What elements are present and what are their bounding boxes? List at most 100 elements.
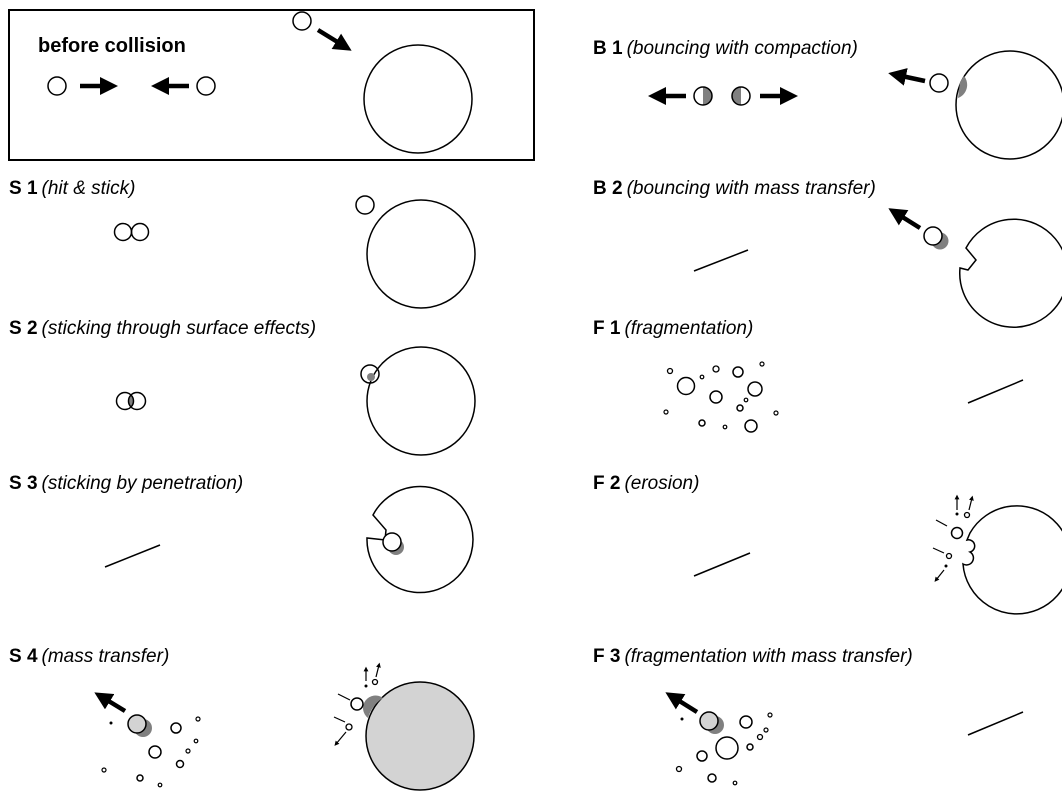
bounced-particle xyxy=(731,86,751,106)
motion-line xyxy=(104,544,161,568)
fragment xyxy=(736,404,744,412)
fragment xyxy=(170,722,182,734)
panel-description: (erosion) xyxy=(624,473,699,494)
panel-s3: S 3(sticking by penetration) xyxy=(9,473,474,594)
fragment xyxy=(148,745,162,759)
ejecta-arrow xyxy=(932,547,945,554)
fragment xyxy=(675,765,683,773)
ejecta xyxy=(955,512,959,516)
svg-text:B 1(bouncing with compaction): B 1(bouncing with compaction) xyxy=(593,38,858,59)
fragment xyxy=(699,374,705,380)
rebound-arrow xyxy=(888,208,922,230)
svg-text:F 2(erosion): F 2(erosion) xyxy=(593,473,699,494)
svg-text:F 3(fragmentation with mass tr: F 3(fragmentation with mass transfer) xyxy=(593,646,913,667)
before-collision-label: before collision xyxy=(38,35,186,57)
dust-particle xyxy=(680,717,684,721)
panel-code: B 2 xyxy=(593,178,623,199)
ejecta-arrow xyxy=(337,693,351,701)
panel-s4: S 4(mass transfer) xyxy=(9,646,475,791)
ejecta xyxy=(345,723,353,731)
fragment xyxy=(707,773,717,783)
fragment xyxy=(732,780,738,786)
stuck-particle xyxy=(360,364,380,384)
fragment xyxy=(136,774,144,782)
particle xyxy=(130,222,150,242)
panel-f1: F 1(fragmentation) xyxy=(593,318,1024,433)
particle xyxy=(127,391,147,411)
panel-code: F 2 xyxy=(593,473,620,494)
panel-code: S 2 xyxy=(9,318,38,339)
fragment xyxy=(157,782,163,788)
target-body xyxy=(955,50,1062,160)
svg-text:S 4(mass transfer): S 4(mass transfer) xyxy=(9,646,169,667)
motion-line xyxy=(967,379,1024,404)
ejecta xyxy=(950,526,964,540)
target-body xyxy=(366,346,476,456)
fragment xyxy=(773,410,779,416)
compaction-shade xyxy=(958,76,968,98)
fragment xyxy=(666,367,674,375)
panel-s2: S 2(sticking through surface effects) xyxy=(9,318,476,456)
cratered-target xyxy=(366,485,474,594)
fragment xyxy=(712,365,720,373)
ejecta-arrow xyxy=(375,662,381,678)
stuck-particle xyxy=(355,195,375,215)
cratered-target xyxy=(959,218,1062,328)
fragment xyxy=(756,733,764,741)
fragment xyxy=(715,736,739,760)
ejecta-arrow xyxy=(334,731,347,746)
motion-line xyxy=(967,711,1024,736)
panel-s1: S 1(hit & stick) xyxy=(9,178,476,309)
ejecta xyxy=(350,697,364,711)
fragment xyxy=(709,390,723,404)
ejecta-arrow xyxy=(934,569,945,582)
fragment xyxy=(763,727,769,733)
svg-text:S 3(sticking by penetration): S 3(sticking by penetration) xyxy=(9,473,243,494)
ejecta xyxy=(371,678,379,686)
fragment xyxy=(743,397,749,403)
fragment xyxy=(744,419,758,433)
bounced-particle xyxy=(693,86,713,106)
target-body xyxy=(363,44,473,154)
target-body xyxy=(366,199,476,309)
rebound-arrow xyxy=(94,692,127,713)
contact-shade xyxy=(367,373,375,381)
panel-description: (sticking by penetration) xyxy=(42,473,244,494)
dust-particle xyxy=(109,721,113,725)
fragment xyxy=(698,419,706,427)
fragment xyxy=(193,738,199,744)
compaction-shade xyxy=(703,87,712,105)
panel-description: (bouncing with mass transfer) xyxy=(627,178,876,199)
motion-line xyxy=(693,249,749,272)
panel-code: F 3 xyxy=(593,646,620,667)
rebounding-particle xyxy=(699,711,719,731)
panel-description: (bouncing with compaction) xyxy=(627,38,858,59)
svg-text:B 2(bouncing with mass transfe: B 2(bouncing with mass transfer) xyxy=(593,178,876,199)
panel-code: S 3 xyxy=(9,473,38,494)
fragment xyxy=(759,361,765,367)
fragment xyxy=(195,716,201,722)
svg-text:S 1(hit & stick): S 1(hit & stick) xyxy=(9,178,135,199)
panel-code: S 1 xyxy=(9,178,38,199)
panel-code: F 1 xyxy=(593,318,621,339)
shaded-target xyxy=(365,681,475,791)
impact-arrow xyxy=(316,28,352,51)
fragment xyxy=(101,767,107,773)
fragment xyxy=(722,424,728,430)
before-collision-panel: before collision xyxy=(8,9,535,161)
panel-description: (sticking through surface effects) xyxy=(42,318,317,339)
rebounding-particle xyxy=(929,73,949,93)
panel-description: (fragmentation) xyxy=(624,318,753,339)
particle-left xyxy=(47,76,67,96)
fragment xyxy=(676,376,696,396)
panel-b1: B 1(bouncing with compaction) xyxy=(593,38,1062,160)
penetrating-particle xyxy=(382,532,402,552)
accreted-shade xyxy=(363,695,383,718)
rebound-arrow xyxy=(665,692,699,714)
fragment xyxy=(696,750,708,762)
compaction-shade xyxy=(732,87,741,105)
ejecta-arrow xyxy=(968,495,974,511)
particle xyxy=(113,222,133,242)
fragment xyxy=(663,409,669,415)
fragment xyxy=(185,748,191,754)
